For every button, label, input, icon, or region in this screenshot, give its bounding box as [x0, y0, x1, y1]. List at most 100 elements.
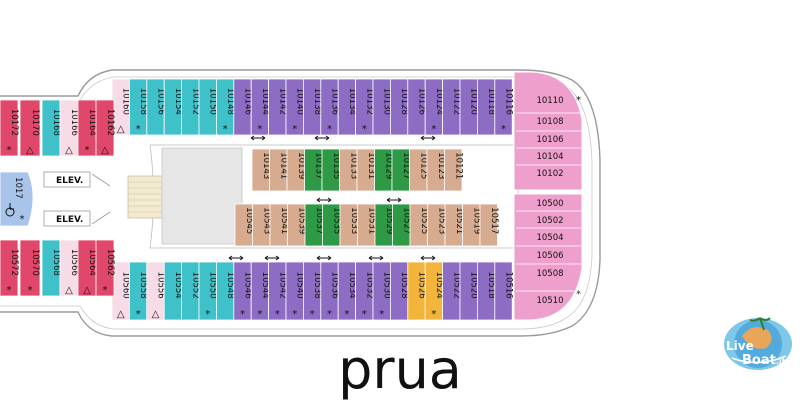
cabin-10530-marker: *: [379, 309, 384, 320]
cabin-10542-number: 10542: [277, 272, 287, 299]
cabin-10172-marker: *: [7, 145, 12, 156]
cabin-10524-number: 10524: [434, 272, 444, 299]
cabin-10538-marker: *: [310, 309, 315, 320]
cabin-10121[interactable]: [444, 148, 463, 192]
cabin-10570-number: 10570: [30, 249, 40, 276]
cabin-10540-number: 10540: [295, 272, 305, 299]
cabin-10521-number: 10521: [454, 207, 464, 234]
cabin-10510: 10510: [536, 296, 563, 306]
cabin-10130-number: 10130: [382, 88, 392, 115]
cabin-10148-number: 10148: [225, 88, 235, 115]
accessible-icon-body: [9, 203, 14, 210]
cabin-10131-number: 10131: [366, 152, 376, 179]
cabin-10534-marker: *: [344, 309, 349, 320]
cabin-10162[interactable]: [95, 99, 115, 157]
cabin-10150-number: 10150: [208, 88, 218, 115]
logo-wave: [731, 355, 787, 364]
elevator-line: [91, 211, 111, 225]
staircase: [127, 175, 163, 219]
cabin-10572-number: 10572: [9, 249, 19, 276]
cabin-10562-marker: *: [103, 285, 108, 296]
logo-word-live: Live: [726, 339, 754, 353]
elevator-upper-label: ELEV.: [56, 176, 83, 186]
cabin-10560-marker: △: [117, 309, 125, 320]
connecting-arrow-icon: [316, 197, 332, 203]
hull-inner-outline: [0, 76, 593, 330]
cabin-10132-number: 10132: [364, 88, 374, 115]
cabin-10542-marker: *: [275, 309, 280, 320]
elevator-upper: [43, 171, 91, 188]
cabin-10102: 10102: [536, 169, 563, 179]
cabin-10116-marker: *: [501, 124, 506, 135]
cabin-10154-number: 10154: [173, 88, 183, 115]
cabin-10118-number: 10118: [486, 88, 496, 115]
cabin-10116[interactable]: [494, 78, 513, 136]
elevator-line: [91, 173, 111, 187]
cabin-10166-marker: △: [65, 145, 73, 156]
cabin-10572[interactable]: [0, 239, 19, 297]
cabin-10122-number: 10122: [451, 88, 461, 115]
cabin-10536-marker: *: [327, 309, 332, 320]
cabin-10156-number: 10156: [156, 88, 166, 115]
cabin-10132-marker: *: [362, 124, 367, 135]
cabin-10533-number: 10533: [349, 207, 359, 234]
cabin-10144-number: 10144: [260, 88, 270, 115]
cabin-10516[interactable]: [494, 261, 513, 321]
cabin-10170[interactable]: [19, 99, 41, 157]
cabin-10168-number: 10168: [51, 109, 61, 136]
cabin-10541-number: 10541: [279, 207, 289, 234]
connecting-arrow-icon: [420, 255, 436, 261]
cabin-10532-number: 10532: [364, 272, 374, 299]
connecting-arrow-icon: [228, 255, 244, 261]
cabin-10139-number: 10139: [296, 152, 306, 179]
cabin-10528-number: 10528: [399, 272, 409, 299]
cabin-10136-number: 10136: [330, 88, 340, 115]
cabin-10134-number: 10134: [347, 88, 357, 115]
cabin-10123-number: 10123: [436, 152, 446, 179]
cabin-10172[interactable]: [0, 99, 19, 157]
cabin-10126-number: 10126: [417, 88, 427, 115]
cabin-10504: 10504: [536, 233, 563, 243]
cabin-10136-marker: *: [327, 124, 332, 135]
elevator-lower-label: ELEV.: [56, 215, 83, 225]
cabin-10562[interactable]: [95, 239, 115, 297]
cabin-1017-number: 1017: [13, 177, 23, 199]
cabin-10108: 10108: [536, 117, 563, 127]
cabin-10560-number: 10560: [121, 272, 131, 299]
cabin-10570-marker: *: [28, 285, 33, 296]
cabin-1017-marker: *: [20, 214, 25, 225]
cabin-10526-number: 10526: [417, 272, 427, 299]
cabin-10535-number: 10535: [331, 207, 341, 234]
cabin-10546-marker: *: [240, 309, 245, 320]
connecting-arrow-icon: [420, 135, 436, 141]
cabin-10500: 10500: [536, 199, 563, 209]
cabin-10523-number: 10523: [436, 207, 446, 234]
cabin-10164-number: 10164: [87, 109, 97, 136]
cabin-10566-number: 10566: [69, 249, 79, 276]
cabin-10517[interactable]: [479, 203, 498, 247]
cabin-10152-number: 10152: [190, 88, 200, 115]
logo-suffix: .it: [776, 357, 786, 366]
logo-island: [742, 327, 772, 349]
cabin-10106: 10106: [536, 135, 563, 145]
cabin-10121-number: 10121: [453, 152, 463, 179]
cabin-10133-number: 10133: [348, 152, 358, 179]
cabin-10162-marker: △: [101, 145, 109, 156]
cabin-10529-number: 10529: [384, 207, 394, 234]
cabin-10170-marker: △: [26, 145, 34, 156]
cabin-10172-number: 10172: [9, 109, 19, 136]
cabin-10110-marker: *: [576, 95, 581, 106]
cabin-10508: 10508: [536, 269, 563, 279]
palm-icon: [749, 317, 771, 331]
cabin-10570[interactable]: [19, 239, 41, 297]
cabin-10158-number: 10158: [138, 88, 148, 115]
cabin-10110: 10110: [536, 96, 563, 106]
cabin-10556-marker: △: [152, 309, 160, 320]
cabin-10146-number: 10146: [243, 88, 253, 115]
cabin-10562-number: 10562: [105, 249, 115, 276]
cabin-10519-number: 10519: [471, 207, 481, 234]
connecting-arrow-icon: [250, 135, 266, 141]
cabin-1017[interactable]: [0, 171, 34, 227]
bow-suites-lower[interactable]: [513, 193, 583, 321]
